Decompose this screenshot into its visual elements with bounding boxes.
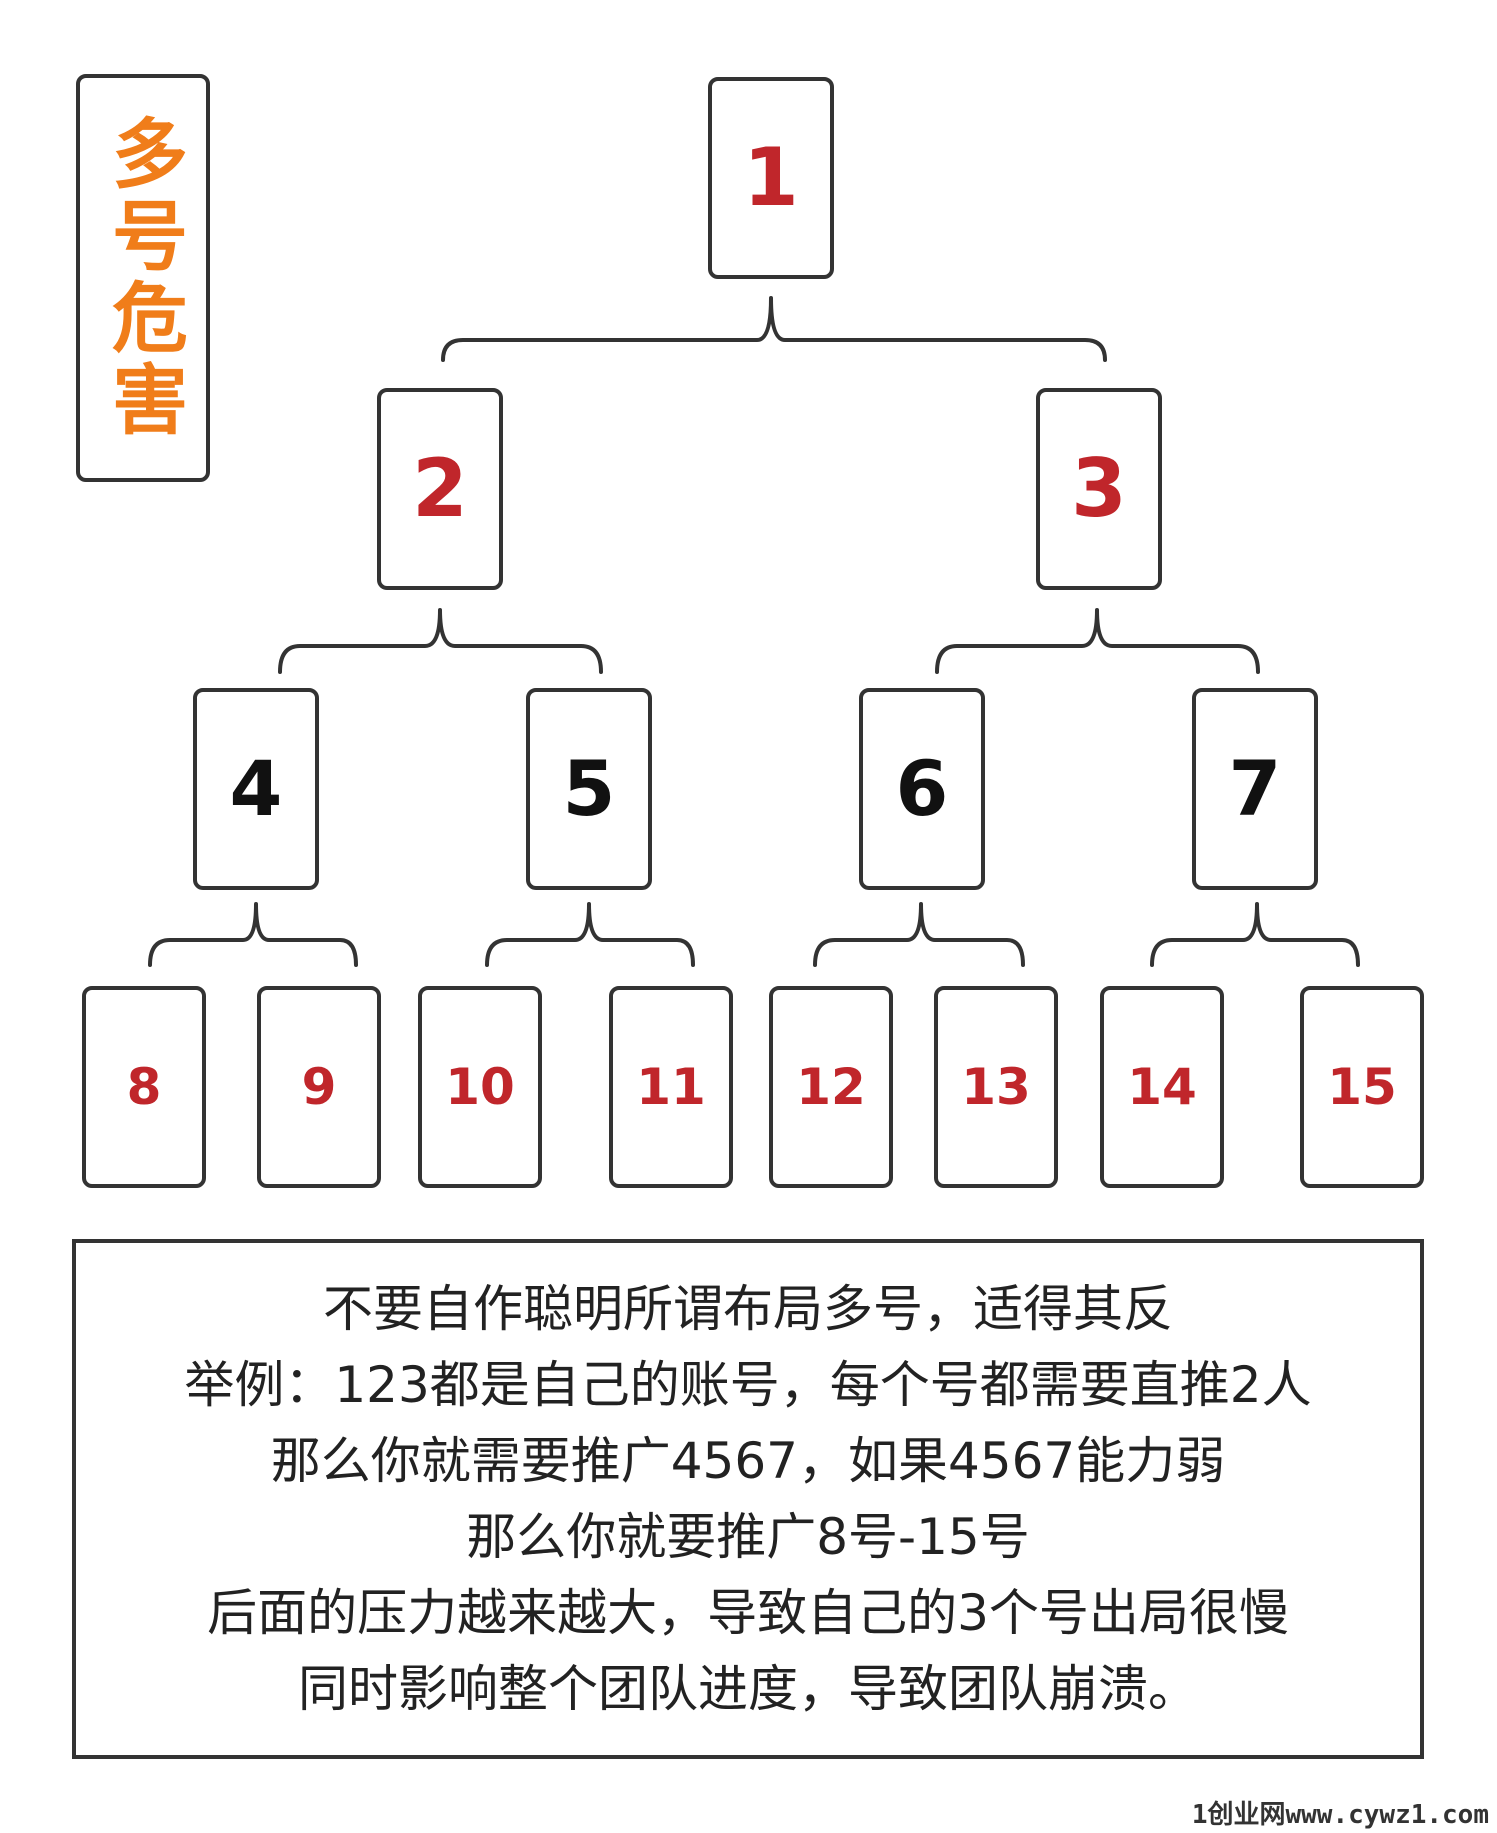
title-box: 多号危害	[76, 74, 210, 482]
description-line: 举例：123都是自己的账号，每个号都需要直推2人	[184, 1356, 1312, 1414]
tree-node-5: 5	[526, 688, 652, 890]
node-label: 13	[961, 1058, 1031, 1116]
node-label: 3	[1071, 442, 1127, 535]
node-label: 4	[229, 744, 283, 833]
connector-5	[485, 902, 695, 967]
tree-node-10: 10	[418, 986, 542, 1188]
tree-node-13: 13	[934, 986, 1058, 1188]
tree-node-2: 2	[377, 388, 503, 590]
node-label: 11	[636, 1058, 706, 1116]
node-label: 1	[743, 131, 799, 224]
tree-node-9: 9	[257, 986, 381, 1188]
connector-2	[278, 608, 603, 674]
tree-node-12: 12	[769, 986, 893, 1188]
node-label: 2	[412, 442, 468, 535]
node-label: 8	[126, 1058, 162, 1116]
node-label: 14	[1127, 1058, 1197, 1116]
node-label: 7	[1228, 744, 1282, 833]
connector-1	[441, 296, 1107, 362]
connector-3	[935, 608, 1260, 674]
node-label: 15	[1327, 1058, 1397, 1116]
node-label: 5	[562, 744, 616, 833]
description-line: 同时影响整个团队进度，导致团队崩溃。	[298, 1660, 1198, 1718]
connector-6	[813, 902, 1025, 967]
node-label: 9	[301, 1058, 337, 1116]
description-line: 那么你就需要推广4567，如果4567能力弱	[270, 1432, 1226, 1490]
tree-node-3: 3	[1036, 388, 1162, 590]
tree-node-7: 7	[1192, 688, 1318, 890]
tree-node-14: 14	[1100, 986, 1224, 1188]
node-label: 12	[796, 1058, 866, 1116]
connector-4	[148, 902, 358, 967]
description-line: 不要自作聪明所谓布局多号，适得其反	[323, 1280, 1173, 1338]
tree-node-11: 11	[609, 986, 733, 1188]
watermark: 1创业网www.cywz1.com	[1191, 1800, 1489, 1830]
connector-7	[1150, 902, 1360, 967]
node-label: 10	[445, 1058, 515, 1116]
node-label: 6	[895, 744, 949, 833]
tree-node-4: 4	[193, 688, 319, 890]
tree-node-6: 6	[859, 688, 985, 890]
tree-node-8: 8	[82, 986, 206, 1188]
description-line: 那么你就要推广8号-15号	[466, 1508, 1030, 1566]
tree-node-15: 15	[1300, 986, 1424, 1188]
tree-node-1: 1	[708, 77, 834, 279]
description-box: 不要自作聪明所谓布局多号，适得其反 举例：123都是自己的账号，每个号都需要直推…	[72, 1239, 1424, 1759]
description-line: 后面的压力越来越大，导致自己的3个号出局很慢	[207, 1584, 1289, 1642]
diagram-title: 多号危害	[99, 114, 188, 442]
